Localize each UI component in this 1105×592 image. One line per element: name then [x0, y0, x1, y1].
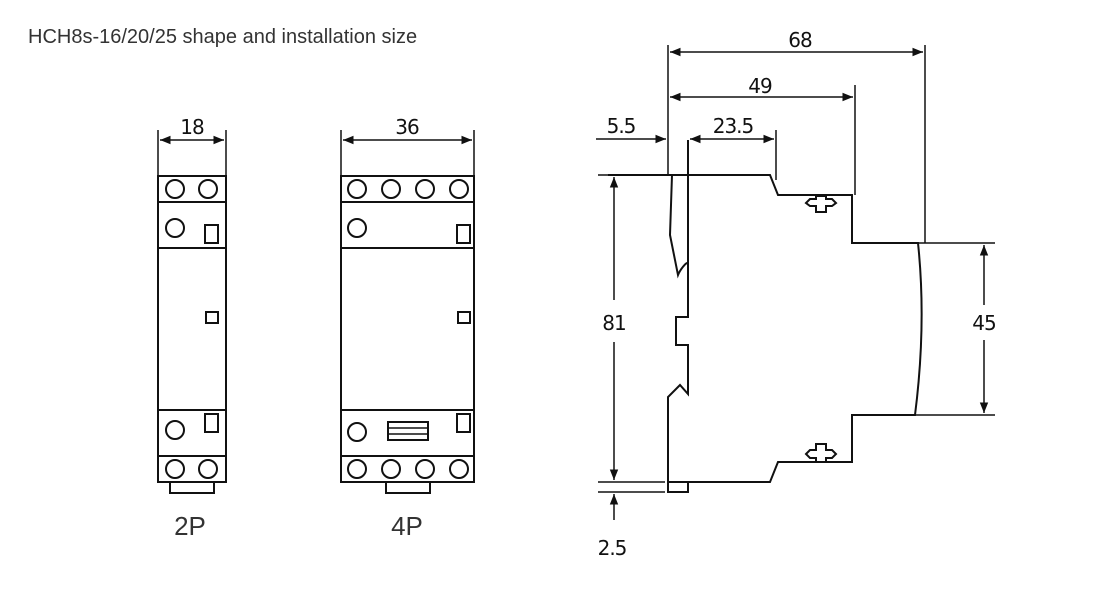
indicator-2p-upper [165, 218, 185, 238]
diagram-title: HCH8s-16/20/25 shape and installation si… [28, 26, 418, 48]
dim-2p-width-text: 18 [180, 115, 204, 139]
terminal-2p-top-1 [165, 179, 185, 199]
window-4p-upper [456, 224, 471, 244]
dim-2p-width: 18 [157, 115, 227, 178]
window-4p-middle [457, 311, 471, 324]
label-plate-4p [387, 421, 429, 441]
front-view-2p: 18 2P [157, 115, 227, 541]
dim-81-text: 81 [602, 311, 625, 335]
dim-4p-width: 36 [340, 115, 475, 178]
indicator-2p-lower [165, 420, 185, 440]
dim-2-5-text: 2.5 [598, 536, 627, 560]
terminal-4p-top-4 [449, 179, 469, 199]
dim-depth-to-step: 49 [670, 74, 853, 102]
body-2p [157, 175, 227, 494]
window-2p-lower [204, 413, 219, 433]
dim-rail-offset: 5.5 [596, 114, 666, 144]
terminal-4p-top-3 [415, 179, 435, 199]
window-4p-lower [456, 413, 471, 433]
label-4p: 4P [391, 511, 423, 541]
dim-23-5-text: 23.5 [713, 114, 754, 138]
terminal-2p-top-2 [198, 179, 218, 199]
top-screw-clip [804, 195, 838, 213]
rail-clip [667, 481, 689, 493]
dim-clip-offset: 2.5 [598, 494, 627, 560]
terminal-4p-bottom-4 [449, 459, 469, 479]
dim-overall-depth: 68 [670, 28, 923, 57]
bottom-screw-clip [804, 443, 838, 463]
dim-5-5-text: 5.5 [607, 114, 636, 138]
terminal-4p-bottom-1 [347, 459, 367, 479]
window-2p-middle [205, 311, 219, 324]
indicator-4p-lower [347, 422, 367, 442]
indicator-4p-upper [347, 218, 367, 238]
terminal-4p-bottom-2 [381, 459, 401, 479]
dim-68-text: 68 [788, 28, 812, 52]
terminal-2p-bottom-1 [165, 459, 185, 479]
dim-45-text: 45 [972, 311, 995, 335]
dim-front-step: 23.5 [690, 114, 774, 144]
terminal-4p-top-1 [347, 179, 367, 199]
dim-height: 81 [602, 177, 627, 480]
terminal-2p-bottom-2 [198, 459, 218, 479]
din-clip-4p [385, 482, 431, 494]
terminal-4p-top-2 [381, 179, 401, 199]
dim-49-text: 49 [748, 74, 772, 98]
side-profile-outline [608, 174, 923, 483]
dim-4p-width-text: 36 [395, 115, 419, 139]
dim-front-height: 45 [972, 245, 997, 413]
din-clip-2p [169, 482, 215, 494]
label-2p: 2P [174, 511, 206, 541]
body-4p [340, 175, 475, 494]
side-view: 68 49 5.5 23.5 81 2.5 [596, 28, 997, 560]
terminal-4p-bottom-3 [415, 459, 435, 479]
front-view-4p: 36 4P [340, 115, 475, 541]
window-2p-upper [204, 224, 219, 244]
